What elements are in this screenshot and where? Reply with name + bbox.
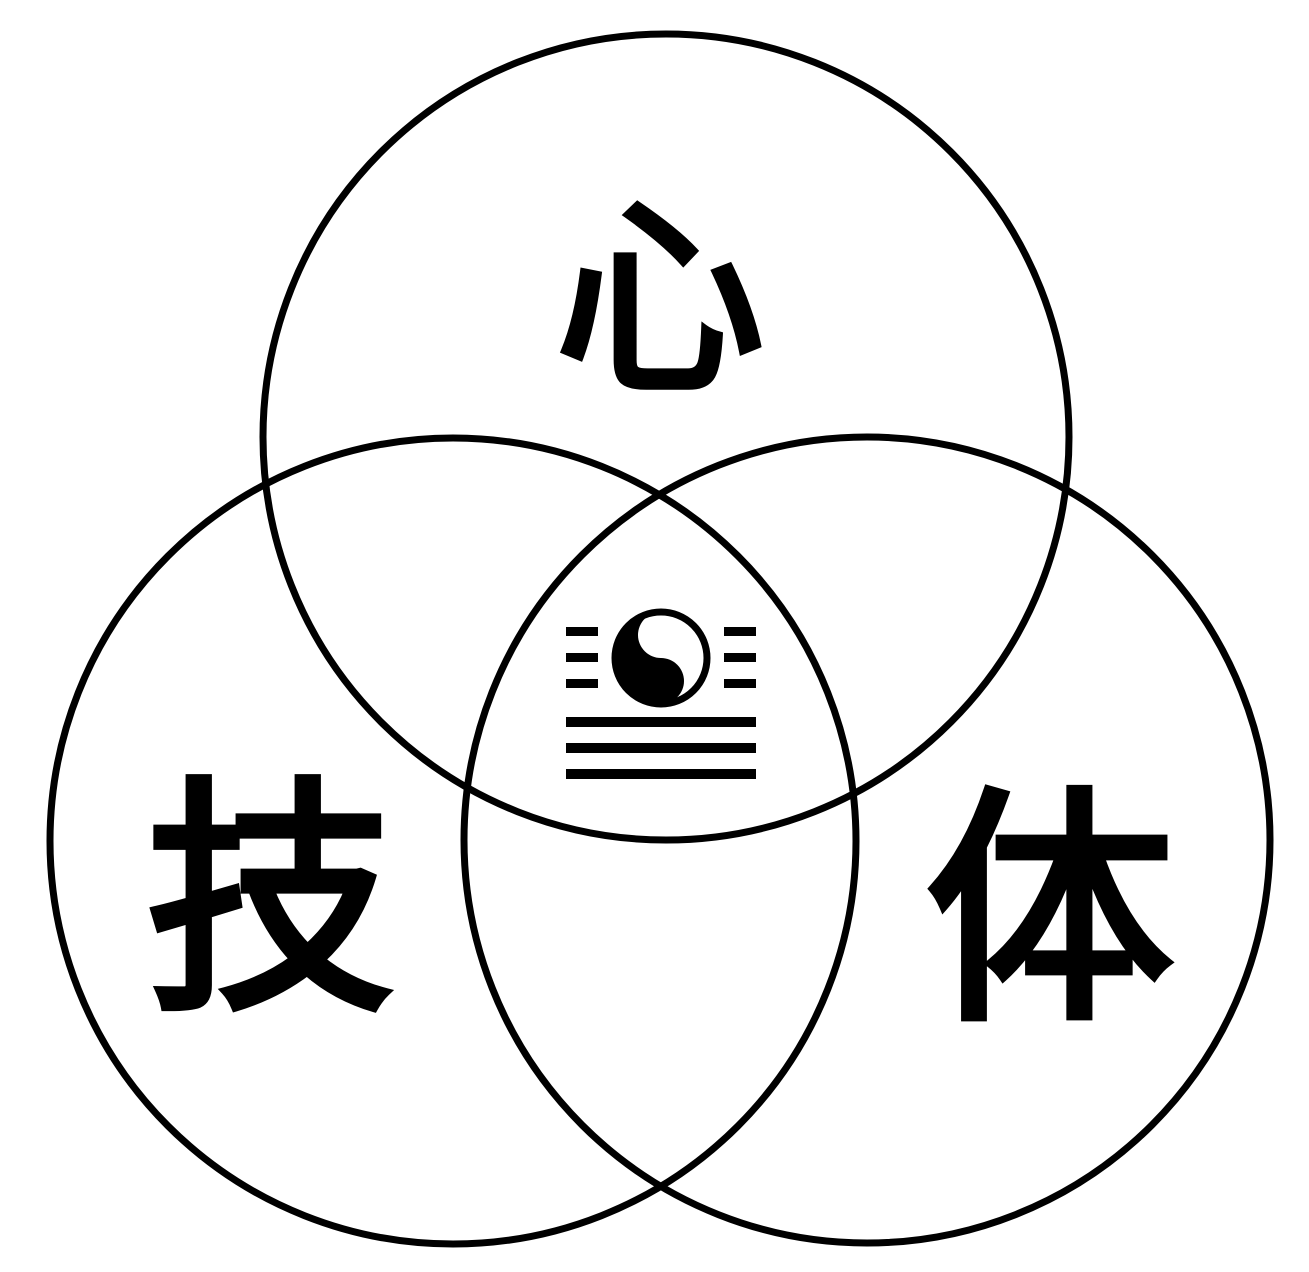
circle-left <box>46 434 860 1248</box>
center-emblem <box>566 608 756 779</box>
circle-label-right: 体 <box>925 763 1175 1057</box>
circle-top <box>259 30 1073 844</box>
trigram-lines-icon <box>566 627 756 779</box>
yin-yang-icon <box>611 608 711 708</box>
circle-label-left: 技 <box>145 753 395 1047</box>
circle-label-top: 心 <box>555 177 765 424</box>
circle-right <box>460 433 1274 1247</box>
